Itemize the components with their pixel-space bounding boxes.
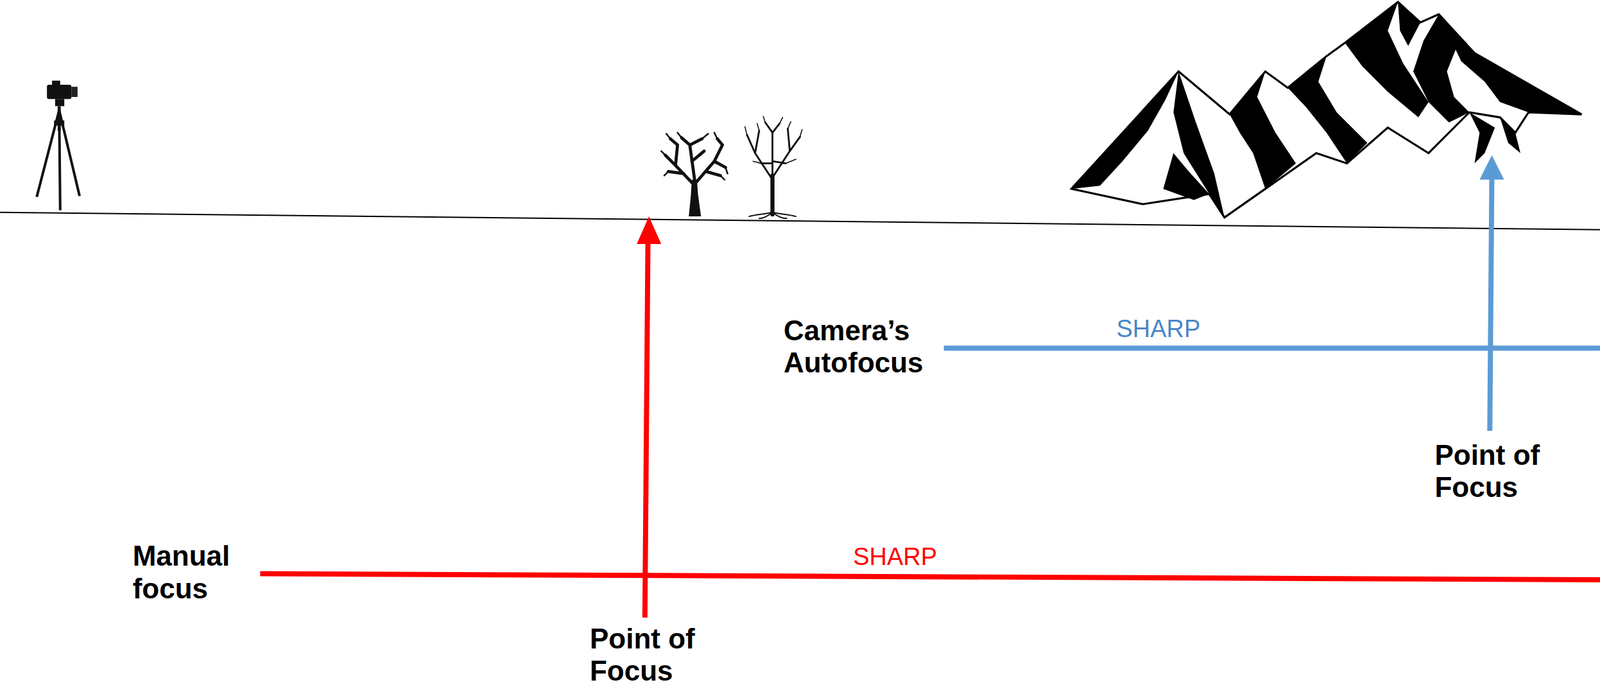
- mode-label: Camera’s Autofocus: [783, 314, 938, 380]
- focus-arrow: [1489, 176, 1492, 431]
- ground-line: [0, 212, 1600, 230]
- mountain-range: [1071, 1, 1582, 217]
- sharp-range-line: [259, 573, 1600, 581]
- camera-tripod: [36, 80, 80, 211]
- tree-bare: [745, 116, 803, 219]
- sharp-label: SHARP: [1116, 315, 1245, 344]
- autofocus-marks: [944, 155, 1600, 431]
- focus-point-label: Point of Focus: [1434, 438, 1563, 504]
- tree-dark: [661, 132, 728, 217]
- mode-label: Manual focus: [132, 539, 242, 605]
- arrow-head: [636, 216, 662, 244]
- arrow-head: [1479, 155, 1504, 180]
- sharp-label: SHARP: [852, 542, 982, 572]
- manual-focus-marks: [259, 216, 1600, 618]
- focus-point-label: Point of Focus: [589, 622, 719, 687]
- sharp-range-line: [944, 345, 1600, 351]
- focus-arrow: [645, 238, 649, 618]
